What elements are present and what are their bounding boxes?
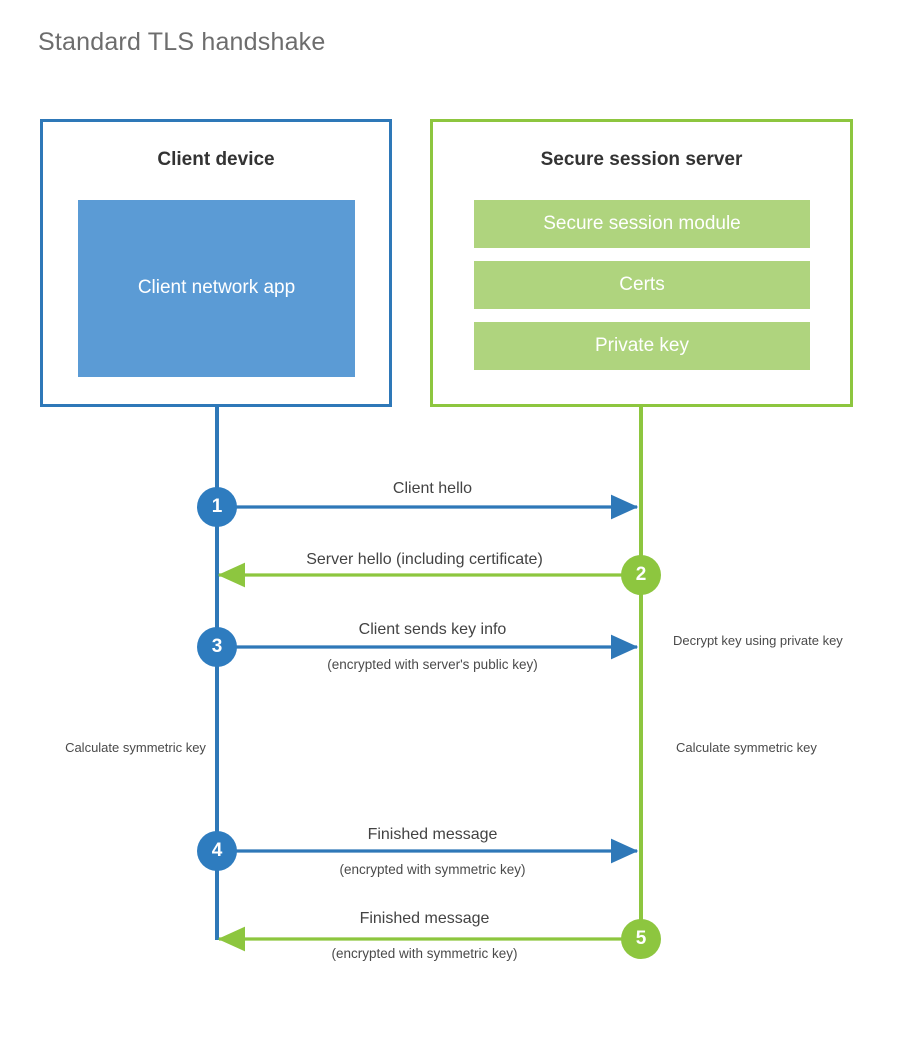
client-lifeline — [215, 407, 219, 940]
note-decrypt-key: Decrypt key using private key — [673, 633, 843, 648]
note-server-calculate-symmetric-key: Calculate symmetric key — [676, 740, 817, 755]
step-4-label: Finished message — [367, 826, 498, 843]
client-device-box: Client device Client network app — [40, 119, 392, 407]
step-circle-1[interactable]: 1 — [197, 487, 237, 527]
secure-session-server-title: Secure session server — [540, 149, 743, 170]
step-3-label: Client sends key info — [358, 621, 507, 638]
step-circle-5[interactable]: 5 — [621, 919, 661, 959]
client-device-title: Client device — [157, 149, 275, 170]
note-client-calculate-symmetric-key: Calculate symmetric key — [65, 740, 206, 755]
step-3-sublabel: (encrypted with server's public key) — [327, 657, 538, 672]
server-block-certs: Certs — [474, 261, 810, 309]
step-5-sublabel: (encrypted with symmetric key) — [331, 946, 518, 961]
step-circle-3[interactable]: 3 — [197, 627, 237, 667]
server-block-private-key: Private key — [474, 322, 810, 370]
server-module-stack: Secure session module Certs Private key — [474, 200, 810, 370]
secure-session-server-box: Secure session server Secure session mod… — [430, 119, 853, 407]
server-block-secure-session-module: Secure session module — [474, 200, 810, 248]
step-5-label: Finished message — [359, 910, 490, 927]
step-2-label: Server hello (including certificate) — [306, 551, 543, 568]
step-1-label: Client hello — [392, 480, 473, 497]
step-circle-4[interactable]: 4 — [197, 831, 237, 871]
step-4-sublabel: (encrypted with symmetric key) — [339, 862, 526, 877]
page-title: Standard TLS handshake — [38, 28, 326, 56]
client-network-app-block: Client network app — [78, 200, 355, 377]
step-circle-2[interactable]: 2 — [621, 555, 661, 595]
server-lifeline — [639, 407, 643, 940]
